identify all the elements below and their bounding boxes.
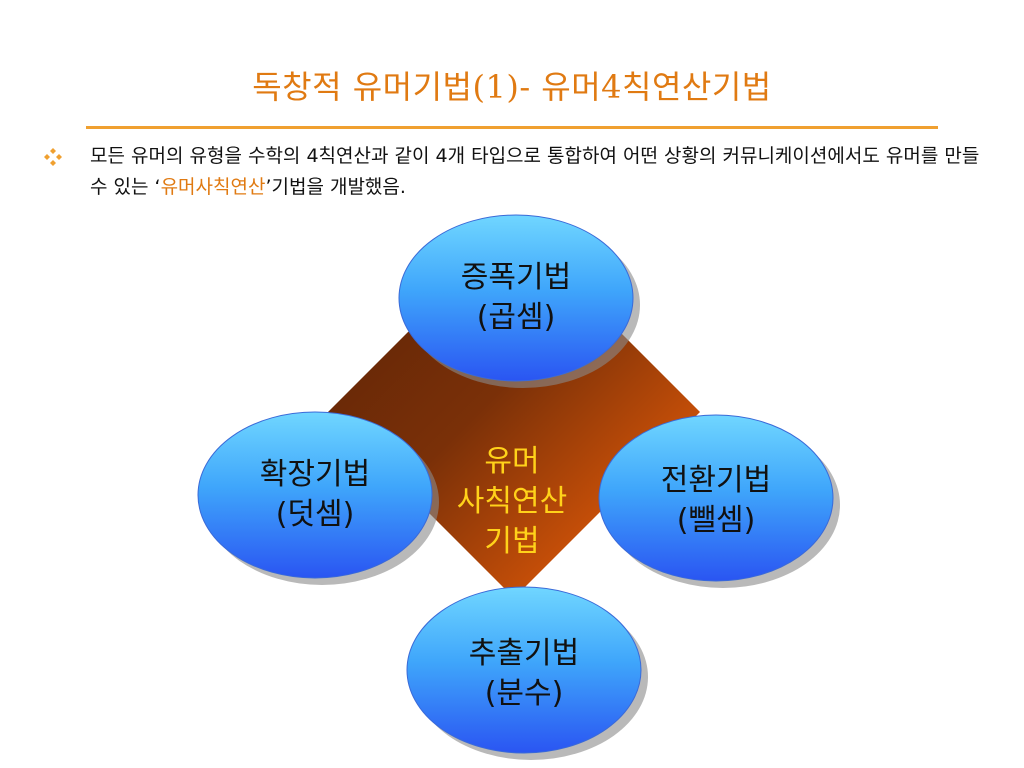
center-label: 유머 사칙연산 기법 (432, 442, 592, 562)
diamond-cluster-icon (44, 148, 62, 166)
title-divider (86, 126, 938, 129)
left-circle (197, 411, 433, 579)
center-label-line2: 사칙연산 (456, 484, 568, 519)
center-label-line3: 기법 (484, 524, 540, 559)
bullet-text: 모든 유머의 유형을 수학의 4칙연산과 같이 4개 타입으로 통합하여 어떤 … (90, 141, 980, 203)
bullet-highlight: 유머사칙연산 (160, 176, 266, 198)
center-label-line1: 유머 (484, 444, 540, 479)
bottom-circle (406, 586, 642, 754)
right-circle (598, 414, 834, 582)
top-circle (398, 214, 634, 382)
page-title: 독창적 유머기법(1)- 유머4칙연산기법 (252, 68, 772, 106)
bullet-text-part2: ’기법을 개발했음. (265, 176, 406, 198)
bullet-text-part1: 모든 유머의 유형을 수학의 4칙연산과 같이 4개 타입으로 통합하여 어떤 … (90, 145, 980, 198)
